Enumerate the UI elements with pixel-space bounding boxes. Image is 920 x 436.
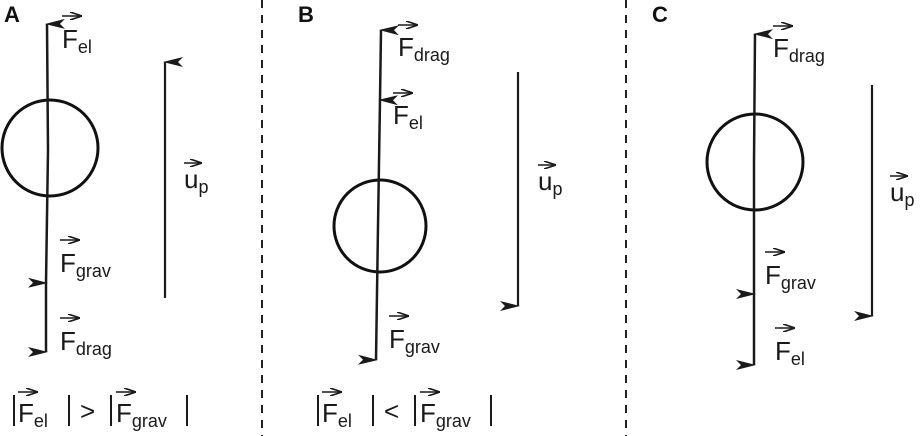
panel-letter-a: A (4, 2, 20, 27)
svg-text:<: < (384, 396, 399, 426)
arrow-f-el-a (45, 18, 66, 151)
svg-text:>: > (80, 396, 95, 426)
label-u-p-a: up (184, 164, 208, 197)
label-f-el-c: Fel (775, 336, 805, 369)
label-f-grav-b: Fgrav (389, 324, 440, 357)
label-f-el-a: Fel (62, 24, 92, 57)
arrow-f-drag-b (378, 25, 400, 101)
particle-circle-b (332, 178, 428, 274)
arrow-f-grav-a (27, 149, 50, 288)
arrow-f-el-b (376, 95, 399, 227)
label-f-drag-a: Fdrag (60, 326, 112, 359)
panel-a: A Fel Fgrav Fdrag up Fel > Fgrav (0, 2, 208, 431)
label-f-drag-b: Fdrag (398, 32, 450, 65)
label-u-p-b: up (538, 166, 562, 199)
particle-circle-a (0, 98, 100, 198)
label-f-grav-c: Fgrav (765, 260, 816, 293)
relation-a: Fel > Fgrav (13, 392, 188, 431)
panel-c: C Fdrag Fgrav Fel up (652, 2, 914, 370)
panel-letter-b: B (298, 2, 314, 27)
arrow-f-drag-c (752, 29, 774, 163)
label-f-drag-c: Fdrag (773, 33, 825, 66)
svg-text:Fel: Fel (18, 398, 48, 431)
label-f-el-b: Fel (393, 100, 423, 133)
relation-b: Fel < Fgrav (317, 392, 492, 431)
svg-text:Fgrav: Fgrav (420, 398, 471, 431)
label-u-p-c: up (890, 177, 914, 210)
panel-letter-c: C (652, 2, 668, 27)
svg-text:Fel: Fel (322, 398, 352, 431)
panel-b: B Fdrag Fel Fgrav up Fel < Fgrav (298, 2, 562, 431)
svg-text:Fgrav: Fgrav (116, 398, 167, 431)
label-f-grav-a: Fgrav (60, 248, 111, 281)
arrow-f-grav-b (357, 225, 380, 365)
